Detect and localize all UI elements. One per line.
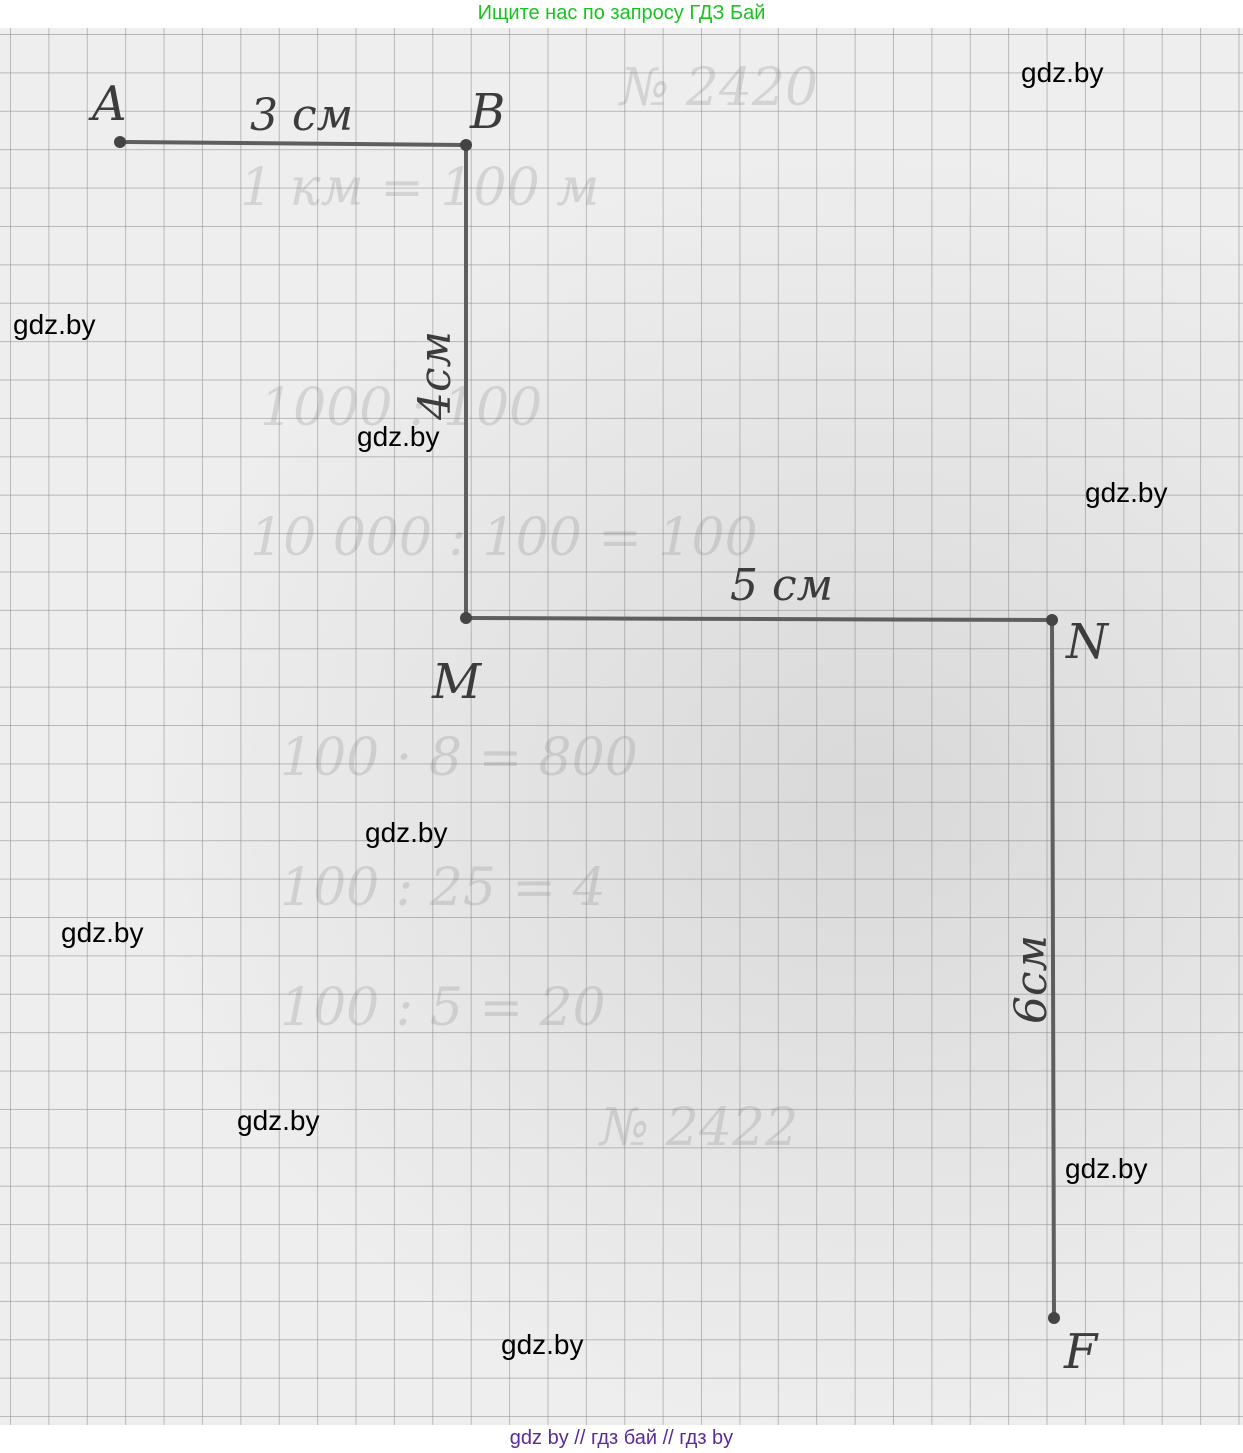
label-length-ab: 3 см <box>250 90 353 141</box>
point-n <box>1046 614 1058 626</box>
label-length-mn: 5 см <box>730 560 833 611</box>
segment-nf <box>1050 618 1056 1320</box>
point-m <box>460 612 472 624</box>
show-through-writing: № 2420 1 км = 100 м 1000 : 100 10 000 : … <box>240 58 819 1158</box>
watermark: gdz.by <box>1085 477 1168 508</box>
graph-paper: № 2420 1 км = 100 м 1000 : 100 10 000 : … <box>0 28 1243 1425</box>
point-b <box>460 139 472 151</box>
watermark: gdz.by <box>61 917 144 948</box>
watermark: gdz.by <box>357 421 440 452</box>
broken-line-drawing: A B M N F 3 см 4см 5 см 6см <box>88 76 1110 1380</box>
point-f <box>1048 1312 1060 1324</box>
label-length-nf: 6см <box>1006 935 1057 1024</box>
watermark: gdz.by <box>13 309 96 340</box>
watermark: gdz.by <box>501 1329 584 1360</box>
watermark: gdz.by <box>237 1105 320 1136</box>
paper-shading <box>0 28 1243 1425</box>
watermark: gdz.by <box>365 817 448 848</box>
label-length-bm: 4см <box>410 331 461 421</box>
segment-ab <box>118 140 468 147</box>
label-point-f: F <box>1063 1324 1099 1380</box>
watermark: gdz.by <box>1021 57 1104 88</box>
label-point-m: M <box>431 654 483 710</box>
watermark: gdz.by <box>1065 1153 1148 1184</box>
label-point-a: A <box>88 76 127 132</box>
bottom-banner: gdz by // гдз бай // гдз by <box>509 1427 734 1449</box>
label-point-b: B <box>469 84 505 140</box>
segment-mn <box>464 616 1054 622</box>
point-a <box>114 136 126 148</box>
label-point-n: N <box>1065 614 1110 670</box>
top-banner: Ищите нас по запросу ГДЗ Бай <box>477 2 766 24</box>
